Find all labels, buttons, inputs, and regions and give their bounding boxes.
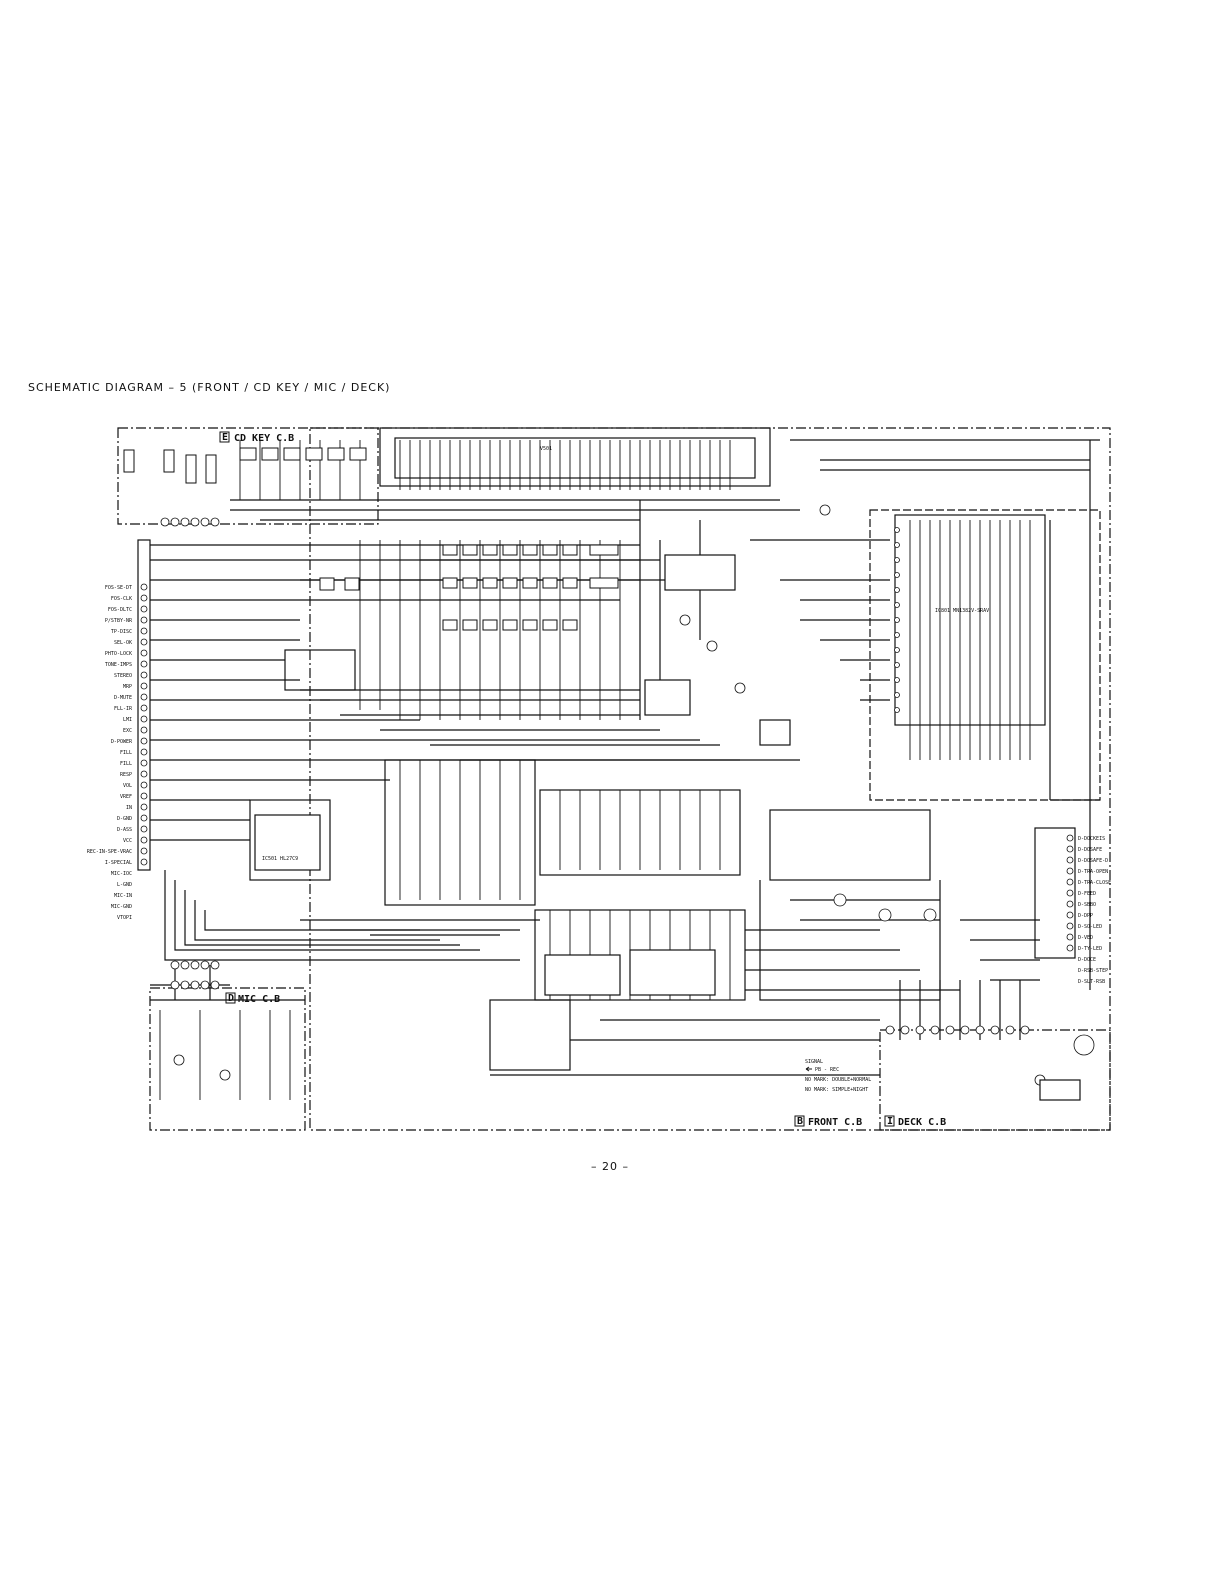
left-connector: [137, 539, 151, 871]
signal-note-line: NO MARK: SIMPLE+NIGHT: [805, 1087, 868, 1093]
signal-note-line: PB - REC: [815, 1067, 839, 1073]
left-pin-label: REC-IN-SPE-VRAC: [87, 849, 132, 855]
left-pin-label: FILL: [120, 750, 132, 756]
left-pin-label: P/STBY-NR: [105, 618, 133, 624]
page-title: SCHEMATIC DIAGRAM – 5 (FRONT / CD KEY / …: [28, 381, 391, 394]
left-pin-label: MRP: [123, 684, 132, 690]
right-pin-label: D-VED: [1078, 935, 1093, 941]
signal-note-line: NO MARK: DOUBLE+NORMAL: [805, 1077, 871, 1083]
deck-board-letter: I: [887, 1116, 893, 1127]
left-pin-label: PHTO-LOCK: [105, 651, 132, 657]
front-ic: [254, 814, 321, 871]
mic-board-name: MIC C.B: [238, 994, 280, 1005]
left-pin-label: MIC-IOC: [111, 871, 132, 877]
left-pin-label: D-GND: [117, 816, 132, 822]
left-pin-label: FOS-CLK: [111, 596, 132, 602]
front-board-letter: B: [797, 1116, 803, 1127]
left-pin-label: I-SPECIAL: [105, 860, 132, 866]
right-pin-label: D-SBBO: [1078, 902, 1096, 908]
right-pin-label: D-TRA-OPEN: [1078, 869, 1108, 875]
cd-key-board-letter: E: [222, 432, 228, 443]
deck-board-name: DECK C.B: [898, 1117, 946, 1128]
left-pin-label: RESP: [120, 772, 132, 778]
left-pin-label: D-MUTE: [114, 695, 132, 701]
signal-note-title: SIGNAL: [805, 1059, 823, 1065]
left-pin-label: FOS-DLTC: [108, 607, 132, 613]
left-pin-label: MIC-IN: [114, 893, 132, 899]
front-board-name: FRONT C.B: [808, 1117, 862, 1128]
left-pin-label: FOS-SE-DT: [105, 585, 132, 591]
left-pin-label: L-GND: [117, 882, 132, 888]
front-ic-label: IC501 HL27C9: [262, 856, 298, 862]
vfd-label: V501: [540, 446, 552, 452]
right-pin-label: D-DOSAFE-D: [1078, 858, 1108, 864]
mic-board-letter: D: [228, 993, 234, 1004]
right-connector: [1034, 827, 1076, 959]
left-pin-label: D-ASS: [117, 827, 132, 833]
vfd-block: [379, 427, 771, 487]
right-pin-label: D-SO-LED: [1078, 924, 1102, 930]
left-pin-label: FILL: [120, 761, 132, 767]
left-pin-label: EXC: [123, 728, 132, 734]
left-pin-label: VOL: [123, 783, 132, 789]
cd-key-board-outline: [117, 427, 379, 525]
left-pin-label: LMI: [123, 717, 132, 723]
left-pin-label: VREF: [120, 794, 132, 800]
right-pin-label: D-DOSAFE: [1078, 847, 1102, 853]
right-pin-label: D-DOCE: [1078, 957, 1096, 963]
left-pin-label: STEREO: [114, 673, 132, 679]
left-pin-label: D-POWER: [111, 739, 133, 745]
right-pin-label: D-DPP: [1078, 913, 1093, 919]
cd-key-board-name: CD KEY C.B: [234, 433, 294, 444]
right-pin-label: D-RSB-STEP: [1078, 968, 1108, 974]
right-pin-label: D-FEED: [1078, 891, 1096, 897]
right-pin-label: D-TY-LED: [1078, 946, 1102, 952]
mic-board-outline: [149, 987, 306, 1131]
right-pin-label: D-TRA-CLOSE: [1078, 880, 1111, 886]
left-pin-label: TP-DISC: [111, 629, 132, 635]
left-pin-label: MIC-GND: [111, 904, 132, 910]
right-pin-label: D-DOCKEIS: [1078, 836, 1105, 842]
left-pin-label: IN: [126, 805, 132, 811]
mcu-label: IC801 MN1382V-SRAV: [935, 608, 989, 614]
page-number: – 20 –: [591, 1160, 629, 1173]
right-pin-label: D-SLT-RSB: [1078, 979, 1105, 985]
left-pin-label: VCC: [123, 838, 132, 844]
left-pin-label: TONE-IMPS: [105, 662, 132, 668]
left-pin-label: FLL-IR: [114, 706, 133, 712]
left-pin-label: VTOPI: [117, 915, 132, 921]
left-pin-label: SEL-OK: [114, 640, 132, 646]
